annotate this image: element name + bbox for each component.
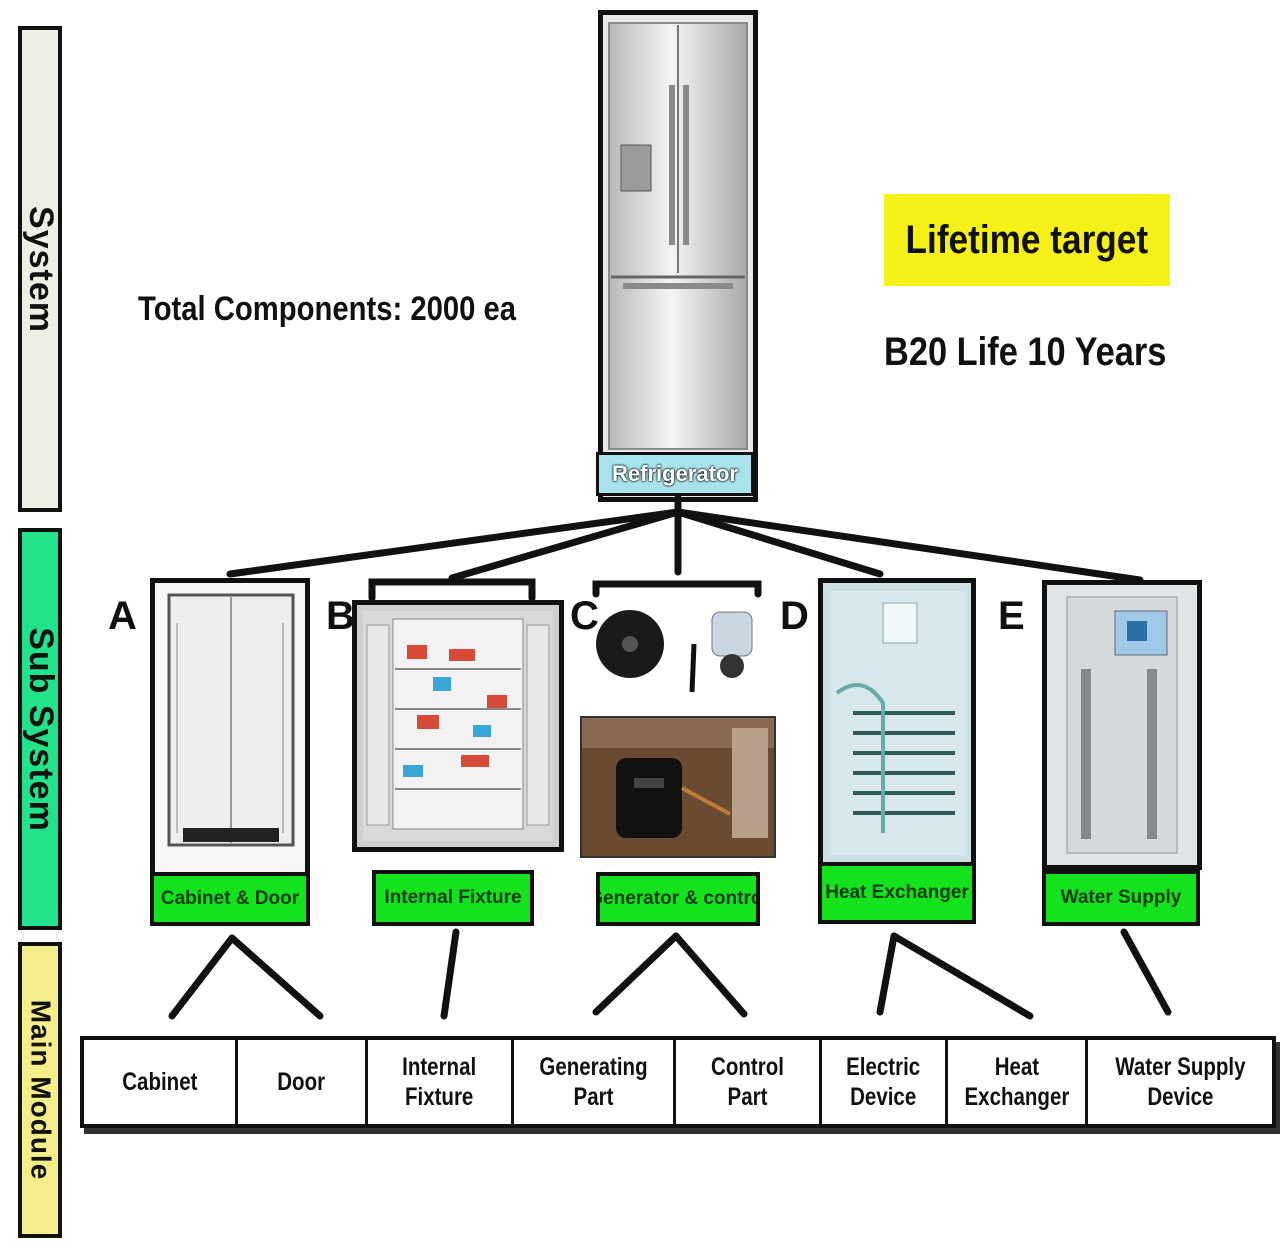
module-cell-electric-device: Electric Device <box>822 1040 948 1124</box>
sensor-image <box>686 604 766 696</box>
module-cell-control-part: Control Part <box>676 1040 822 1124</box>
level-subsystem-band: Sub System <box>18 528 62 930</box>
module-cell-heat-exchanger: Heat Exchanger <box>948 1040 1088 1124</box>
subsystem-letter-a: A <box>108 594 137 638</box>
water-supply-icon <box>1066 596 1178 854</box>
module-label: Generating Part <box>539 1053 648 1111</box>
main-module-table: Cabinet Door Internal Fixture Generating… <box>80 1036 1276 1128</box>
subsystem-letter-d: D <box>780 594 809 638</box>
compressor-icon <box>582 718 774 838</box>
module-label: Door <box>277 1068 326 1096</box>
total-components-text: Total Components: 2000 ea <box>138 290 517 328</box>
heat-exchanger-image <box>818 578 976 868</box>
module-label: Internal Fixture <box>402 1053 477 1111</box>
refrigerator-icon <box>608 22 748 450</box>
subsystem-letter-b: B <box>326 594 355 638</box>
fan-image <box>592 596 672 692</box>
level-system-band: System <box>18 26 62 512</box>
cabinet-door-image <box>150 578 310 878</box>
module-label: Water Supply Device <box>1114 1053 1246 1111</box>
module-label: Heat Exchanger <box>964 1053 1069 1111</box>
module-cell-cabinet: Cabinet <box>84 1040 238 1124</box>
internal-fixture-image <box>352 600 564 852</box>
module-cell-door: Door <box>238 1040 368 1124</box>
water-supply-image <box>1042 580 1202 870</box>
module-cell-internal-fixture: Internal Fixture <box>368 1040 514 1124</box>
refrigerator-label: Refrigerator <box>596 452 754 496</box>
module-label: Cabinet <box>121 1068 198 1096</box>
cabinet-icon <box>167 593 295 847</box>
module-label: Control Part <box>711 1053 784 1111</box>
lifetime-target-title: Lifetime target <box>905 217 1149 262</box>
module-label: Electric Device <box>846 1053 921 1111</box>
level-main-module-band: Main Module <box>18 942 62 1238</box>
subsystem-label-generator-control: Generator & control <box>596 872 760 926</box>
lifetime-target-value: B20 Life 10 Years <box>884 330 1167 374</box>
subsystem-label-heat-exchanger: Heat Exchanger <box>818 862 976 924</box>
module-cell-water-supply-device: Water Supply Device <box>1088 1040 1272 1124</box>
module-cell-generating-part: Generating Part <box>514 1040 676 1124</box>
lifetime-target-box: Lifetime target <box>884 194 1170 286</box>
sensor-icon <box>689 611 753 693</box>
subsystem-letter-e: E <box>998 594 1025 638</box>
subsystem-label-water-supply: Water Supply <box>1042 870 1200 926</box>
subsystem-label-internal-fixture: Internal Fixture <box>372 870 534 926</box>
compressor-image <box>580 716 776 858</box>
subsystem-label-cabinet-door: Cabinet & Door <box>150 872 310 926</box>
fan-icon <box>596 610 664 678</box>
heat-exchanger-icon <box>831 591 965 855</box>
subsystem-letter-c: C <box>570 594 599 638</box>
internal-fixture-icon <box>363 611 553 841</box>
